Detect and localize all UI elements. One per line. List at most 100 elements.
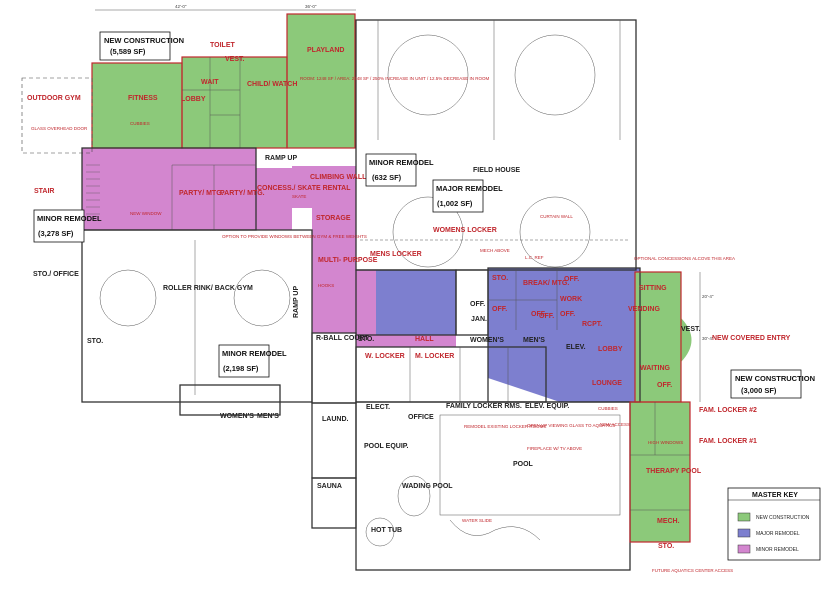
room-party-mtg-2: PARTY/ MTG. bbox=[220, 190, 265, 197]
note-mech-above: MECH ABOVE bbox=[480, 248, 510, 253]
svg-text:(3,278 SF): (3,278 SF) bbox=[38, 229, 74, 238]
note-lc-ref: L.C. REF bbox=[525, 255, 544, 260]
svg-text:MAJOR REMODEL: MAJOR REMODEL bbox=[756, 531, 800, 537]
room-sto-break: STO. bbox=[492, 275, 508, 282]
room-off-jan: OFF. bbox=[470, 301, 485, 308]
room-concess-skate: CONCESS./ SKATE RENTAL bbox=[257, 185, 351, 192]
room-jan: JAN. bbox=[471, 316, 487, 323]
svg-text:MAJOR REMODEL: MAJOR REMODEL bbox=[436, 184, 503, 193]
note-open-viewing: OPEN UP VIEWING GLASS TO AQUATICS bbox=[527, 423, 615, 428]
svg-text:(5,589 SF): (5,589 SF) bbox=[110, 47, 146, 56]
svg-text:NEW CONSTRUCTION: NEW CONSTRUCTION bbox=[756, 515, 810, 521]
room-fitness: FITNESS bbox=[128, 95, 158, 102]
room-sto-gym: STO. bbox=[87, 338, 103, 345]
room-playland: PLAYLAND bbox=[307, 47, 344, 54]
dim-right-a: 20'-4" bbox=[702, 294, 714, 299]
legend-title: MASTER KEY bbox=[752, 492, 798, 499]
legend-item-minor-remodel: MINOR REMODEL bbox=[737, 544, 799, 554]
svg-text:MINOR REMODEL: MINOR REMODEL bbox=[37, 214, 102, 223]
room-womens-gym: WOMEN'S bbox=[220, 413, 254, 420]
room-off-2: OFF. bbox=[531, 311, 546, 318]
room-hall: HALL bbox=[415, 336, 434, 343]
note-skate: SKATE bbox=[292, 194, 306, 199]
room-multi-purpose: MULTI- PURPOSE bbox=[318, 257, 378, 264]
svg-text:(1,002 SF): (1,002 SF) bbox=[437, 199, 473, 208]
svg-text:MINOR REMODEL: MINOR REMODEL bbox=[369, 158, 434, 167]
legend-item-major-remodel: MAJOR REMODEL bbox=[737, 528, 800, 538]
room-vending: VENDING bbox=[628, 306, 660, 313]
room-field-house: FIELD HOUSE bbox=[473, 167, 520, 174]
note-ramp-up: RAMP UP bbox=[265, 155, 297, 162]
note-future-aquatics: FUTURE AQUATICS CENTER ACCESS bbox=[652, 568, 733, 573]
room-m-locker: M. LOCKER bbox=[415, 353, 454, 360]
room-roller-rink: ROLLER RINK/ BACK GYM bbox=[163, 285, 253, 292]
room-off-3: OFF. bbox=[564, 276, 579, 283]
room-hot-tub: HOT TUB bbox=[371, 527, 402, 534]
svg-text:(2,198 SF): (2,198 SF) bbox=[223, 364, 259, 373]
note-playland-stats: ROOM: 1248 SF / AREA: 2348 SF / 250% INC… bbox=[300, 76, 489, 81]
dim-top-mid: 36'-0" bbox=[305, 4, 317, 9]
room-stair: STAIR bbox=[34, 188, 54, 195]
room-vest-right: VEST. bbox=[681, 326, 701, 333]
room-off-5: OFF. bbox=[560, 311, 575, 318]
room-office-lower: OFFICE bbox=[408, 414, 434, 421]
room-new-covered-entry: NEW COVERED ENTRY bbox=[712, 335, 791, 342]
dim-top-left: 42'-0" bbox=[175, 4, 187, 9]
room-lobby-main: LOBBY bbox=[598, 346, 623, 353]
room-work: WORK bbox=[560, 296, 582, 303]
room-mens-locker: MENS LOCKER bbox=[370, 251, 422, 258]
note-curtain-wall: CURTAIN WALL bbox=[540, 214, 573, 219]
room-sto-office: STO./ OFFICE bbox=[33, 271, 79, 278]
room-off-right: OFF. bbox=[657, 382, 672, 389]
room-toilet: TOILET bbox=[210, 42, 235, 49]
note-high-windows: HIGH WINDOWS bbox=[648, 440, 683, 445]
room-family-locker-rms: FAMILY LOCKER RMS. bbox=[446, 403, 522, 410]
room-therapy-pool: THERAPY POOL bbox=[646, 468, 702, 475]
room-wait: WAIT bbox=[201, 79, 219, 86]
room-vest-top: VEST. bbox=[225, 56, 245, 63]
room-storage: STORAGE bbox=[316, 215, 351, 222]
callout-new-construction-right: NEW CONSTRUCTION (3,000 SF) bbox=[730, 369, 815, 399]
note-fireplace: FIREPLACE W/ TV ABOVE bbox=[527, 446, 582, 451]
legend-item-new-construction: NEW CONSTRUCTION bbox=[737, 512, 810, 522]
dim-right-b: 30'-4" bbox=[702, 336, 714, 341]
svg-text:NEW CONSTRUCTION: NEW CONSTRUCTION bbox=[735, 374, 815, 383]
room-womens-locker: WOMENS LOCKER bbox=[433, 227, 497, 234]
room-mens: MEN'S bbox=[523, 337, 545, 344]
room-outdoor-gym: OUTDOOR GYM bbox=[27, 95, 81, 102]
room-sto-bottom: STO. bbox=[658, 543, 674, 550]
room-rcpt: RCPT. bbox=[582, 321, 602, 328]
master-key-legend: MASTER KEY NEW CONSTRUCTION MAJOR REMODE… bbox=[727, 487, 821, 561]
room-mech: MECH. bbox=[657, 518, 680, 525]
room-party-mtg-1: PARTY/ MTG. bbox=[179, 190, 224, 197]
room-rball-court: R-BALL COURT bbox=[316, 335, 369, 342]
note-remodel-existing: REMODEL EXISTING LOCKER ROOMS bbox=[464, 424, 546, 429]
zone-new-construction-right bbox=[630, 272, 692, 542]
room-lobby-top: LOBBY bbox=[181, 96, 206, 103]
svg-text:MINOR REMODEL: MINOR REMODEL bbox=[222, 349, 287, 358]
room-wading-pool: WADING POOL bbox=[402, 483, 453, 490]
room-break-mtg: BREAK/ MTG. bbox=[523, 280, 569, 287]
room-off-1: OFF. bbox=[492, 306, 507, 313]
note-ramp-up-lower: RAMP UP bbox=[293, 286, 300, 318]
room-climbing-wall: CLIMBING WALL bbox=[310, 174, 367, 181]
room-elect: ELECT. bbox=[366, 404, 390, 411]
note-new-window: NEW WINDOW bbox=[130, 211, 162, 216]
room-mens-gym: MEN'S bbox=[257, 413, 279, 420]
zone-major-remodel-lockers bbox=[356, 270, 456, 347]
svg-text:(632 SF): (632 SF) bbox=[372, 173, 402, 182]
note-cubbies-top: CUBBIES bbox=[130, 121, 150, 126]
room-elev: ELEV. bbox=[566, 344, 586, 351]
svg-text:NEW CONSTRUCTION: NEW CONSTRUCTION bbox=[104, 36, 184, 45]
callout-minor-remodel-gym: MINOR REMODEL (2,198 SF) bbox=[218, 344, 287, 378]
note-water-slide: WATER SLIDE bbox=[462, 518, 492, 523]
room-pool: POOL bbox=[513, 461, 534, 468]
callout-major-remodel: MAJOR REMODEL (1,002 SF) bbox=[432, 179, 503, 213]
room-sauna: SAUNA bbox=[317, 483, 342, 490]
room-off-4: OFF. bbox=[539, 313, 554, 320]
svg-text:MINOR REMODEL: MINOR REMODEL bbox=[756, 547, 799, 553]
room-laund: LAUND. bbox=[322, 416, 348, 423]
room-labels: FITNESS LOBBY WAIT TOILET VEST. CHILD/ W… bbox=[27, 42, 791, 550]
zone-minor-remodel-band bbox=[82, 148, 356, 333]
